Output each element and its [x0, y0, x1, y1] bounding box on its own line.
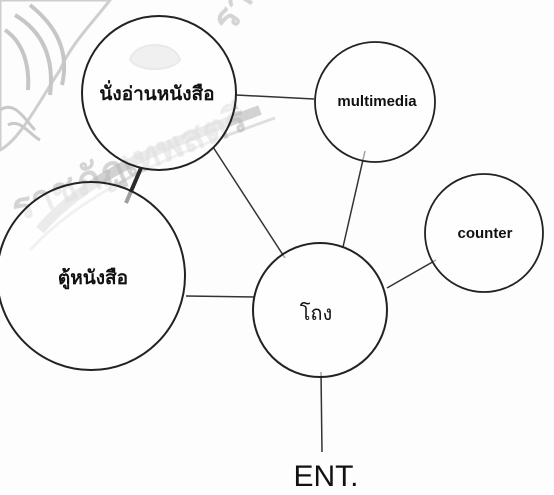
edge-reading-multimedia — [235, 94, 315, 100]
node-bookshelf-circle — [0, 181, 186, 371]
node-hall-circle — [252, 242, 388, 378]
node-reading-circle — [81, 15, 237, 171]
node-bookshelf-label: ตู้หนังสือ — [58, 267, 128, 290]
node-counter-circle — [424, 173, 544, 293]
node-multimedia-circle — [314, 41, 436, 163]
edge-bookshelf-hall — [185, 295, 256, 298]
edge-reading-hall — [212, 146, 286, 259]
edge-hall-entrance — [320, 371, 323, 453]
node-hall-label: โถง — [300, 301, 333, 325]
node-reading-label: นั่งอ่านหนังสือ — [99, 80, 214, 105]
node-hall: โถง — [252, 242, 388, 378]
node-multimedia-label: multimedia — [337, 93, 417, 110]
edge-multimedia-hall — [342, 150, 366, 248]
watermark-arc-text-upper: ราชภัฏเทพสตรี — [202, 0, 372, 39]
edge-counter-hall — [386, 259, 437, 289]
node-bookshelf: ตู้หนังสือ — [0, 181, 186, 371]
edges — [124, 94, 437, 453]
entrance-label: ENT. — [293, 460, 358, 493]
node-counter-label: counter — [457, 225, 512, 242]
node-reading: นั่งอ่านหนังสือ — [81, 15, 237, 171]
node-multimedia: multimedia — [314, 41, 436, 163]
node-counter: counter — [424, 173, 544, 293]
